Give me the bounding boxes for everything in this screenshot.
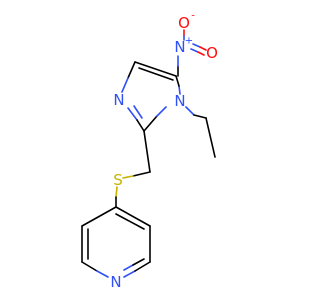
bond-py-c4-c3	[81, 206, 117, 227]
bond-n3-c2-double	[133, 105, 143, 119]
bond-py-c5-c4	[115, 206, 151, 227]
bond-ethyl-ch3	[205, 117, 216, 158]
bond-ch2-to-s	[132, 171, 151, 177]
bond-py-c2-to-n	[81, 261, 98, 272]
atom-n3-imidazole: N	[113, 91, 124, 109]
bond-n1-to-ethyl	[185, 106, 195, 116]
bond-py-c5-c4-double	[115, 213, 145, 230]
atom-n-nitro: N	[174, 38, 185, 56]
bond-c2-from-n3	[136, 119, 145, 132]
bond-s-to-pyridine	[115, 186, 118, 198]
bond-c2-to-ch2	[143, 130, 151, 173]
charge-n-plus: +	[185, 36, 193, 47]
bond-nitro-o-double-a	[199, 46, 207, 51]
bond-ethyl-ch2	[193, 114, 207, 119]
bond-py-c6-double-b	[132, 258, 145, 266]
bond-py-n-from-c2	[96, 270, 109, 278]
atom-n-pyridine: N	[110, 273, 121, 291]
atom-o-nitro-double: O	[206, 44, 218, 62]
bond-c4-c5-double	[138, 67, 174, 81]
bond-py-n-to-c6	[123, 270, 136, 278]
charge-o-minus: -	[191, 11, 195, 22]
bond-c5-from-n1	[175, 75, 180, 87]
bond-n1-to-c2	[156, 106, 167, 117]
bond-c2-to-n1	[143, 115, 158, 132]
atom-n1-imidazole: N	[174, 92, 185, 110]
bond-s-from-ch2	[122, 175, 134, 179]
bond-nitro-o-double-b	[197, 51, 205, 56]
bond-n1-to-c5	[178, 85, 181, 95]
bond-nitro-n-to-o-double-b	[190, 48, 199, 53]
bond-py-c6-from-n	[134, 261, 151, 272]
bond-c4-to-n3	[127, 61, 136, 79]
atom-o-nitro-minus: O	[178, 14, 190, 32]
bond-n3-to-c4	[121, 77, 129, 93]
bond-c4-c5	[134, 61, 177, 77]
bond-nitro-n-to-o-double-a	[192, 43, 201, 48]
bond-n3-to-c2	[127, 107, 138, 121]
molecule-canvas: O - N + O N N S N	[81, 11, 218, 291]
bond-py-n-c6-double	[123, 264, 134, 271]
molecule-structure: O - N + O N N S N	[81, 11, 218, 291]
atom-sulfur: S	[113, 171, 123, 189]
